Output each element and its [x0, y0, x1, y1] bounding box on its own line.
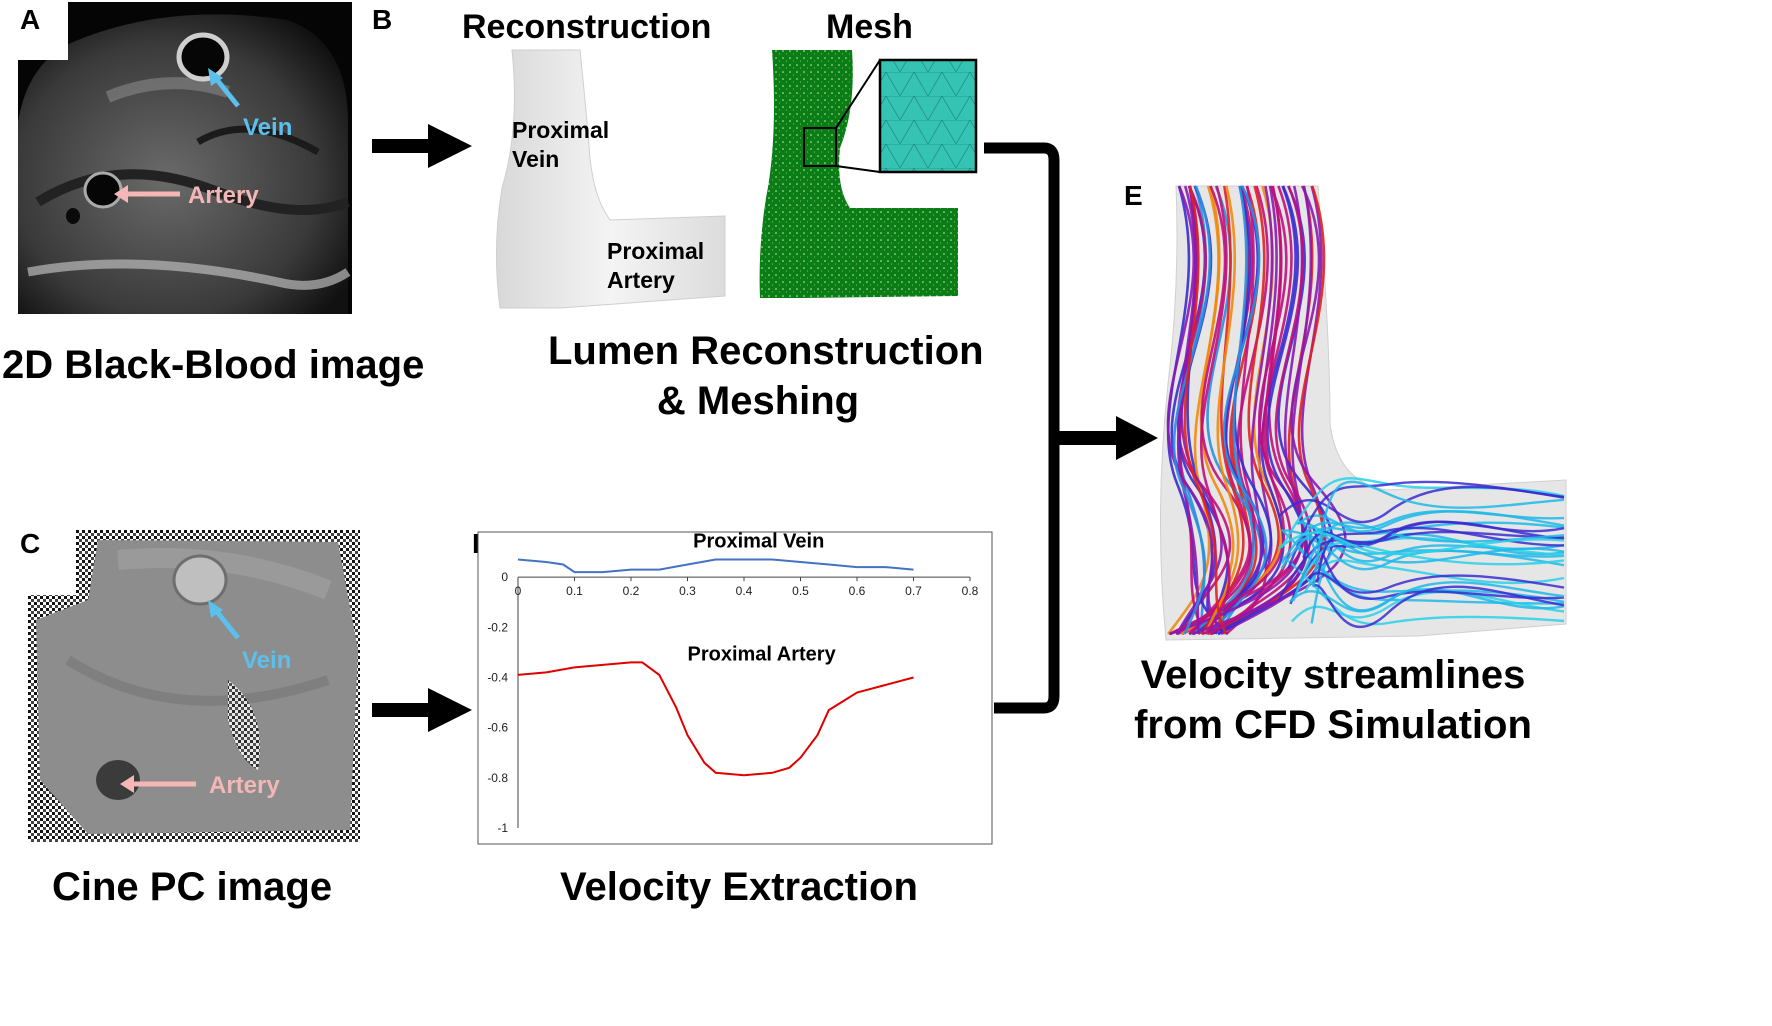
streamline	[1311, 525, 1565, 600]
y-tick-label: -0.8	[487, 771, 508, 785]
streamline	[1288, 581, 1565, 613]
x-tick-label: 0	[515, 584, 522, 598]
streamline	[1192, 185, 1347, 636]
x-tick-label: 0.5	[792, 584, 809, 598]
y-tick-label: -1	[497, 821, 508, 835]
series-label: Proximal Vein	[693, 531, 824, 553]
cine-pc-image	[28, 530, 360, 842]
series-line-vein	[517, 558, 914, 574]
panel-letter-c: C	[20, 528, 41, 559]
streamline	[1168, 185, 1286, 636]
arrow-right-icon	[372, 688, 472, 732]
streamline	[1172, 185, 1212, 635]
streamline	[1209, 185, 1312, 636]
panel-letter-b: B	[372, 4, 393, 35]
x-tick-label: 0.8	[962, 584, 979, 598]
caption-black-blood: 2D Black-Blood image	[2, 343, 425, 387]
panel-letter-e: E	[1124, 180, 1143, 211]
black-blood-mri-image	[18, 2, 352, 315]
mesh-model	[759, 50, 978, 298]
series-line-artery	[517, 661, 914, 777]
streamline	[1167, 185, 1221, 635]
streamline	[1200, 185, 1245, 635]
streamline	[1277, 485, 1565, 524]
streamline	[1277, 531, 1565, 556]
caption-velocity-streamlines: Velocity streamlines from CFD Simulation	[1134, 653, 1532, 747]
arrow-right-icon	[372, 124, 472, 168]
series-label: Proximal Artery	[688, 643, 837, 665]
streamline	[1175, 185, 1254, 636]
streamline	[1312, 480, 1565, 588]
streamline	[1280, 510, 1565, 570]
y-tick-label: -0.2	[487, 620, 508, 634]
streamline	[1291, 590, 1565, 623]
streamline	[1205, 185, 1253, 635]
streamline	[1192, 185, 1273, 635]
vein-label: Vein	[243, 114, 293, 141]
y-tick-label: 0	[501, 570, 508, 584]
x-tick-label: 0.1	[566, 584, 583, 598]
x-tick-label: 0.3	[679, 584, 696, 598]
proximal-vein-label: Proximal Vein	[512, 117, 610, 172]
proximal-artery-label: Proximal Artery	[607, 238, 705, 293]
caption-lumen-reconstruction: Lumen Reconstruction & Meshing	[548, 329, 984, 423]
y-tick-label: -0.4	[487, 670, 508, 684]
streamline	[1199, 185, 1231, 635]
artery-label: Artery	[209, 772, 280, 799]
x-tick-label: 0.7	[905, 584, 922, 598]
lumen-reconstruction-model	[495, 49, 726, 309]
cfd-streamlines-model	[1159, 185, 1567, 641]
panel-letter-a: A	[20, 4, 41, 35]
streamline	[1183, 185, 1228, 635]
x-tick-label: 0.6	[849, 584, 866, 598]
velocity-chart: 0 0.1 0.2 0.3 0.4 0.5 0.6 0.7 0.8 0 -0.2 -0.4 -0.6 -0…	[477, 531, 993, 845]
streamline	[1307, 571, 1565, 594]
x-tick-label: 0.4	[736, 584, 753, 598]
streamline	[1214, 185, 1265, 635]
streamline	[1169, 185, 1313, 636]
caption-cine-pc: Cine PC image	[52, 865, 333, 909]
reconstruction-title: Reconstruction	[462, 8, 712, 46]
streamline	[1206, 185, 1326, 636]
vein-label: Vein	[242, 647, 292, 674]
streamline	[1190, 185, 1255, 636]
caption-velocity-extraction: Velocity Extraction	[560, 865, 918, 909]
connector-bracket	[984, 142, 1158, 714]
y-tick-label: -0.6	[487, 721, 508, 735]
x-tick-label: 0.2	[623, 584, 640, 598]
mesh-title: Mesh	[826, 8, 913, 46]
artery-label: Artery	[188, 182, 259, 209]
streamline	[1209, 185, 1268, 635]
